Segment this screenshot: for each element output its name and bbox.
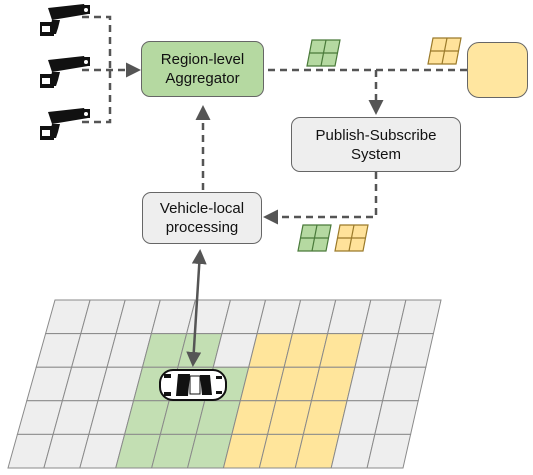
remote-store-node [467, 42, 528, 98]
grid-cell [374, 400, 419, 435]
yellow-tile-icon [334, 224, 369, 252]
green-tile-icon [306, 39, 341, 67]
grid-cell [397, 299, 442, 335]
camera-icon [40, 4, 90, 36]
camera3-link [82, 70, 112, 124]
camera-icon [40, 108, 90, 140]
car-icon [159, 369, 227, 401]
grid-cell [366, 433, 412, 469]
green-tile-icon [297, 224, 332, 252]
grid-cell [381, 366, 427, 402]
camera-icon [40, 56, 90, 88]
aggregator-node: Region-level Aggregator [141, 41, 264, 97]
vehicle-local-label: Vehicle-local processing [159, 200, 245, 236]
connectors [82, 15, 468, 367]
camera1-link [82, 15, 112, 70]
car-vehicle-link [186, 249, 207, 367]
yellow-tile-icon [427, 37, 462, 65]
grid-cell [389, 333, 435, 368]
vehicle-local-node: Vehicle-local processing [142, 192, 262, 244]
pubsub-label: Publish-Subscribe System [315, 126, 437, 163]
pubsub-to-vehicle-link [263, 172, 378, 225]
pubsub-node: Publish-Subscribe System [291, 117, 461, 172]
aggregator-label: Region-level Aggregator [160, 51, 245, 87]
